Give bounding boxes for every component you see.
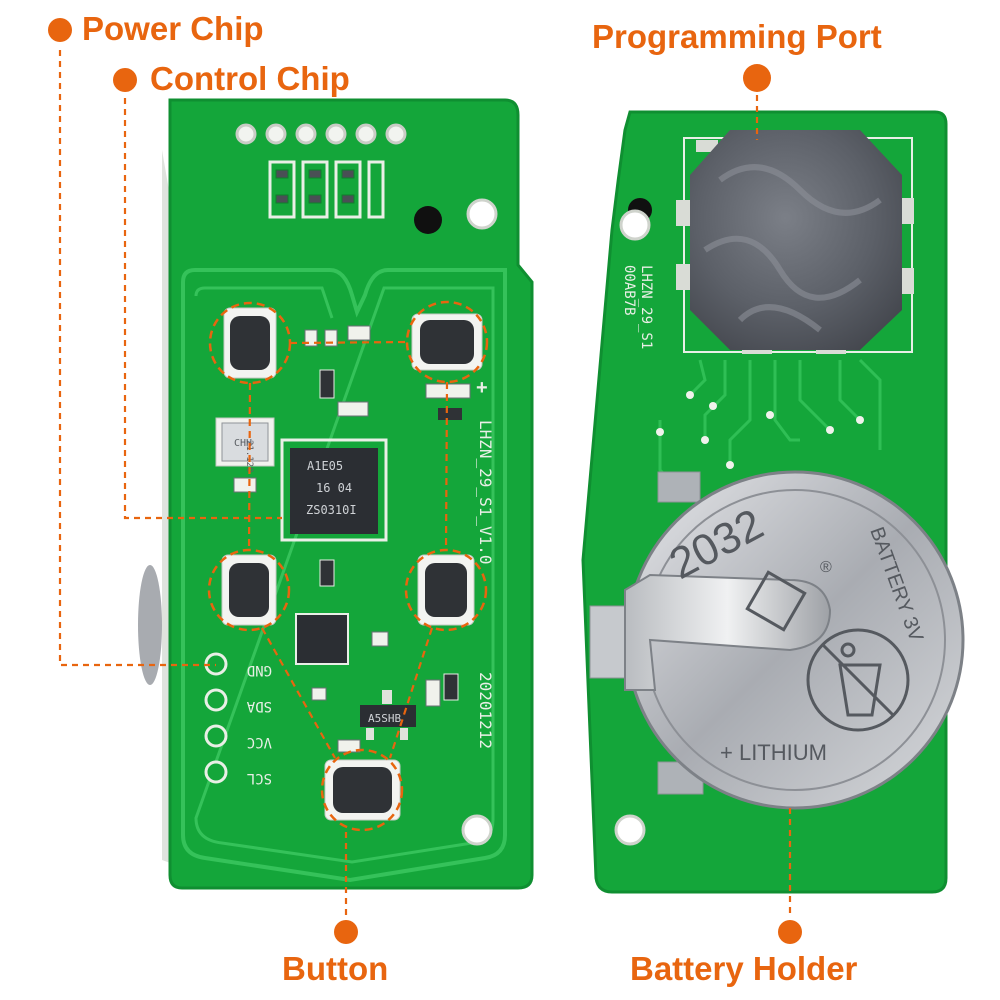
callout-power-chip-label: Power Chip xyxy=(82,10,264,47)
front-button-top-left xyxy=(223,307,277,379)
pin-label-gnd: GND xyxy=(247,662,272,678)
control-chip-marking-2: 16 04 xyxy=(316,481,352,495)
battery-clip xyxy=(624,573,832,691)
power-chip-marking: A5SHB xyxy=(368,712,401,725)
callout-leader-lines xyxy=(58,50,792,918)
button-connector-lines xyxy=(247,340,449,759)
front-button-mid-left xyxy=(221,554,277,626)
front-passives xyxy=(233,325,471,753)
back-board: LHZN_29_S1 00AB7B 2032 BATTERY 3V + LITH… xyxy=(581,110,965,894)
pin-label-scl: SCL xyxy=(247,770,272,786)
front-trace-ring xyxy=(181,268,507,883)
callout-control-chip: Control Chip xyxy=(150,62,350,95)
callout-dots xyxy=(48,18,802,944)
callout-programming-port: Programming Port xyxy=(592,20,882,53)
front-date-silkscreen: 20201212 xyxy=(476,672,495,749)
disposal-icon xyxy=(806,628,910,732)
battery-registered-mark: ® xyxy=(820,559,832,576)
callout-button: Button xyxy=(282,952,388,985)
front-battery-edge xyxy=(138,565,162,685)
callout-control-chip-label: Control Chip xyxy=(150,60,350,97)
pin-label-vcc: VCC xyxy=(247,734,272,750)
callout-programming-port-label: Programming Port xyxy=(592,18,882,55)
front-board: CHH 21.120 A1E05 16 04 ZS0310I A5SHB xyxy=(138,98,534,890)
callout-power-chip: Power Chip xyxy=(82,12,264,45)
control-chip: A1E05 16 04 ZS0310I xyxy=(280,438,388,542)
pin-label-sda: SDA xyxy=(246,698,272,714)
control-chip-marking-3: ZS0310I xyxy=(306,503,357,517)
back-vias xyxy=(656,391,864,469)
back-model-silkscreen: LHZN_29_S1 xyxy=(638,265,654,349)
control-chip-marking-1: A1E05 xyxy=(307,459,343,473)
front-button-top-right xyxy=(411,313,483,371)
front-button-bottom xyxy=(324,759,401,821)
crystal-oscillator: CHH 21.120 xyxy=(215,417,275,473)
front-mount-hole-top xyxy=(466,198,498,230)
front-hole-dark xyxy=(414,206,442,234)
back-mount-hole-top xyxy=(619,209,651,241)
plus-mark: + xyxy=(476,377,488,399)
front-top-pads xyxy=(235,123,407,145)
small-qfn-chip xyxy=(295,613,349,665)
battery-holder-assembly: 2032 BATTERY 3V + LITHIUM ® xyxy=(589,470,965,810)
callout-button-label: Button xyxy=(282,950,389,987)
front-mount-hole-bottom xyxy=(461,814,493,846)
callout-battery-holder-label: Battery Holder xyxy=(630,950,858,987)
battery-chemistry: + LITHIUM xyxy=(720,740,827,765)
back-mount-hole-bottom xyxy=(614,814,646,846)
back-code-silkscreen: 00AB7B xyxy=(621,265,637,316)
programming-port-module xyxy=(676,130,914,354)
pin-header: GND SDA VCC SCL xyxy=(204,652,272,786)
callout-battery-holder: Battery Holder xyxy=(630,952,857,985)
front-button-mid-right xyxy=(417,554,475,626)
battery-logo-icon xyxy=(745,570,807,632)
crystal-marking-1: CHH xyxy=(234,438,252,449)
front-model-silkscreen: LHZN_29_S1_V1.0 xyxy=(476,420,495,565)
